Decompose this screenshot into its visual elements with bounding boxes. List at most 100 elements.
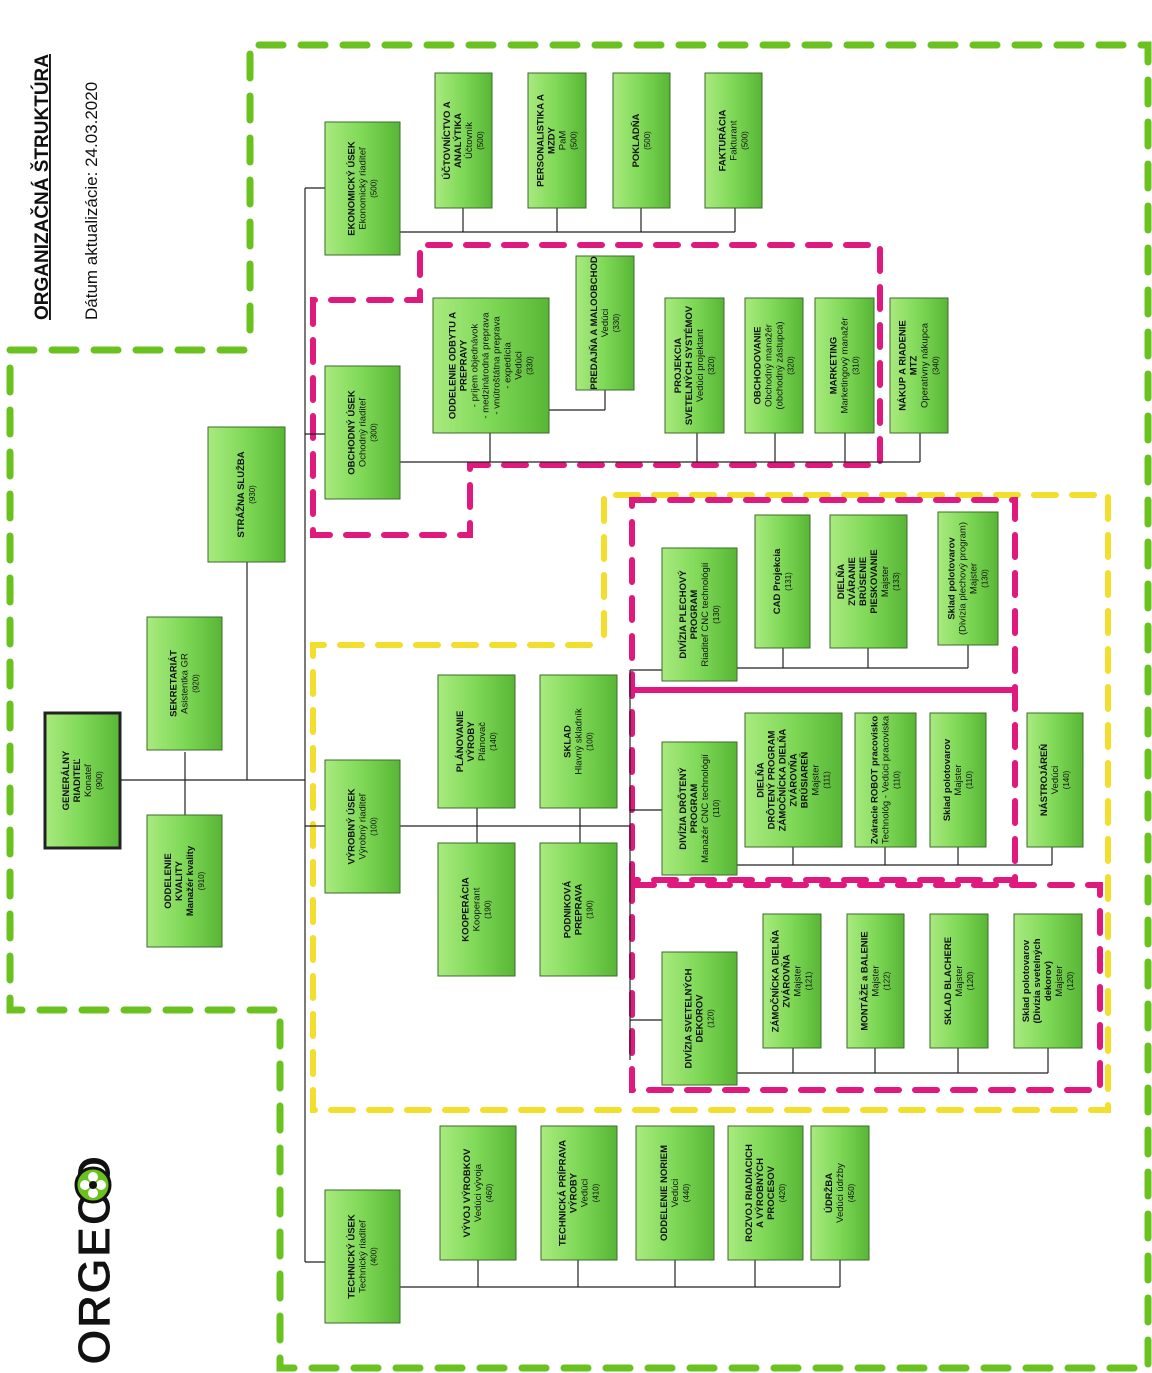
box-vyr-prep: PODNIKOVÁPREPRAVA(190) [539, 842, 618, 977]
box-line: (Divízia plechový program) [958, 522, 969, 635]
box-eco-3: POKLADŇA(500) [612, 72, 671, 209]
box-frame [929, 712, 987, 848]
box-line: SEKRETARIÁT [169, 650, 180, 717]
box-line: Majster [954, 965, 965, 996]
zone-pink-wire [629, 687, 1018, 883]
box-line: (Divízia svetelných [1032, 938, 1043, 1023]
box-line: ODDELENIE [163, 853, 174, 908]
box-line: VÝROBY [465, 721, 477, 762]
box-div-drot: DIVÍZIA DRÔTENÝPROGRAMManažér CNC techno… [661, 741, 738, 876]
box-line: BRÚSIAREŇ [799, 752, 811, 809]
box-line: PODNIKOVÁ [563, 881, 574, 939]
box-line: ZVÁROVŇA [781, 954, 793, 1007]
box-line: (340) [932, 356, 941, 375]
box-line: ANALÝTIKA [452, 113, 464, 168]
box-text: MARKETINGMarketingový manažér(310) [829, 317, 861, 413]
box-line: Vedúci [600, 309, 611, 338]
box-line: Vedúci vývoja [473, 1163, 484, 1222]
box-line: ODDELENIE ODBYTU A [448, 312, 459, 419]
box-text: Sklad polotovarovMajster(110) [942, 738, 974, 821]
box-frame [324, 365, 401, 500]
box-line: KVALITY [174, 860, 185, 901]
box-plech-3: Sklad polotovarov(Divízia plechový progr… [937, 511, 999, 646]
box-line: NÁKUP A RIADENIE [898, 320, 909, 410]
box-line: DEKOROV [695, 994, 706, 1043]
box-line: ROZVOJ RIADIACICH [744, 1144, 755, 1242]
box-text: FAKTURÁCIAFakturant(500) [718, 109, 750, 171]
box-line: VÝVOJ VÝROBKOV [461, 1148, 473, 1237]
box-line: OBCHODNÝ ÚSEK [346, 390, 358, 475]
box-obch-2: PROJEKCIASVETELNÝCH SYSTÉMOVVedúci proje… [664, 297, 725, 434]
box-tech-1: VÝVOJ VÝROBKOVVedúci vývoja(460) [439, 1125, 517, 1261]
box-line: (110) [965, 771, 974, 789]
box-line: PREPRAVA [574, 884, 585, 936]
box-line: (133) [892, 572, 901, 591]
box-line: (500) [741, 131, 750, 150]
box-line: (500) [570, 131, 579, 150]
box-line: (120) [966, 971, 975, 990]
box-line: Manažér kvality [185, 845, 196, 916]
org-boxes: GENERÁLNYRIADITEĽKonateľ(900)ODDELENIEKV… [43, 72, 1084, 1324]
box-plech-1: CAD Projekcia(131) [754, 514, 811, 649]
box-line: Majster [953, 764, 964, 795]
box-line: POKLADŇA [630, 113, 642, 167]
box-text: NÁSTROJÁREŇVedúci(140) [1038, 744, 1071, 816]
box-frame [704, 72, 763, 209]
box-line: Sklad polotovarov [1021, 939, 1032, 1022]
box-line: (140) [1062, 770, 1071, 789]
box-line: Riaditeľ CNC technológií [700, 562, 711, 667]
box-tech-5: ÚDRŽBAVedúci údržby(450) [810, 1125, 870, 1261]
box-frame [527, 72, 587, 209]
box-text: KOOPERÁCIAKooperant(190) [461, 877, 493, 942]
box-line: (920) [192, 674, 201, 693]
box-line: Technický riaditeľ [358, 1220, 369, 1293]
box-line: PROCESOV [766, 1165, 777, 1220]
box-line: (410) [592, 1183, 601, 1202]
box-line: (420) [778, 1183, 787, 1202]
box-line: (130) [712, 605, 721, 624]
box-text: DIVÍZIA PLECHOVÝPROGRAMRiaditeľ CNC tech… [677, 562, 721, 667]
box-line: (460) [485, 1183, 494, 1202]
box-line: Vedúci údržby [835, 1163, 846, 1223]
box-drot-4: NÁSTROJÁREŇVedúci(140) [1026, 712, 1084, 848]
box-line: MZDY [547, 126, 558, 154]
box-vyr-plan: PLÁNOVANIEVÝROBYPlánovač(140) [437, 674, 516, 809]
connectors [120, 187, 1053, 1288]
box-line: PREDAJŇA A MALOOBCHOD [588, 256, 600, 390]
box-eco-1: ÚČTOVNÍCTVO AANALÝTIKAÚčtovník(500) [434, 72, 493, 209]
box-text: ODDELENIE ODBYTU APREPRAVY- príjem objed… [448, 312, 535, 419]
box-text: ROZVOJ RIADIACICHA VÝROBNÝCHPROCESOV(420… [744, 1144, 787, 1242]
box-line: PaM [558, 131, 569, 151]
box-text: OBCHODNÝ ÚSEKOchodný riaditeľ(300) [346, 390, 379, 475]
box-line: A VÝROBNÝCH [754, 1158, 766, 1228]
box-text: ZÁMOČNÍCKA DIELŇAZVÁROVŇAMajster(121) [770, 930, 814, 1033]
box-frame [829, 514, 908, 649]
box-text: ODDELENIE NORIEMVedúci(440) [659, 1145, 691, 1241]
box-frame [324, 1189, 401, 1324]
box-line: (121) [805, 971, 814, 990]
box-line: VÝROBY [568, 1172, 580, 1213]
zone-green-admin [6, 41, 1152, 1372]
box-text: TECHNICKÝ ÚSEKTechnický riaditeľ(400) [346, 1214, 379, 1299]
box-line: Sklad polotovarov [942, 738, 953, 821]
box-text: NÁKUP A RIADENIEMTZOperatívny nákupca(34… [898, 320, 941, 410]
box-frame [727, 1125, 804, 1261]
box-frame [43, 711, 122, 850]
box-line: EKONOMICKÝ ÚSEK [346, 141, 358, 236]
box-frame [324, 121, 401, 256]
box-frame [889, 297, 949, 434]
box-line: (330) [612, 313, 621, 332]
box-text: PODNIKOVÁPREPRAVA(190) [563, 881, 595, 939]
box-line: FAKTURÁCIA [718, 109, 729, 171]
box-svet-1: ZÁMOČNÍCKA DIELŇAZVÁROVŇAMajster(121) [762, 913, 822, 1049]
box-line: Operatívny nákupca [920, 322, 931, 408]
box-line: (130) [981, 569, 990, 588]
box-line: (500) [476, 131, 485, 150]
box-line: PIESKOVANIE [869, 549, 880, 613]
box-frame [664, 297, 725, 434]
box-frame [434, 72, 493, 209]
box-line: KOOPERÁCIA [461, 877, 472, 942]
box-line: GENERÁLNY [61, 750, 72, 810]
box-line: - expedícia [503, 342, 514, 389]
box-text: TECHNICKÁ PRÍPRAVAVÝROBYVedúci(410) [558, 1140, 601, 1246]
